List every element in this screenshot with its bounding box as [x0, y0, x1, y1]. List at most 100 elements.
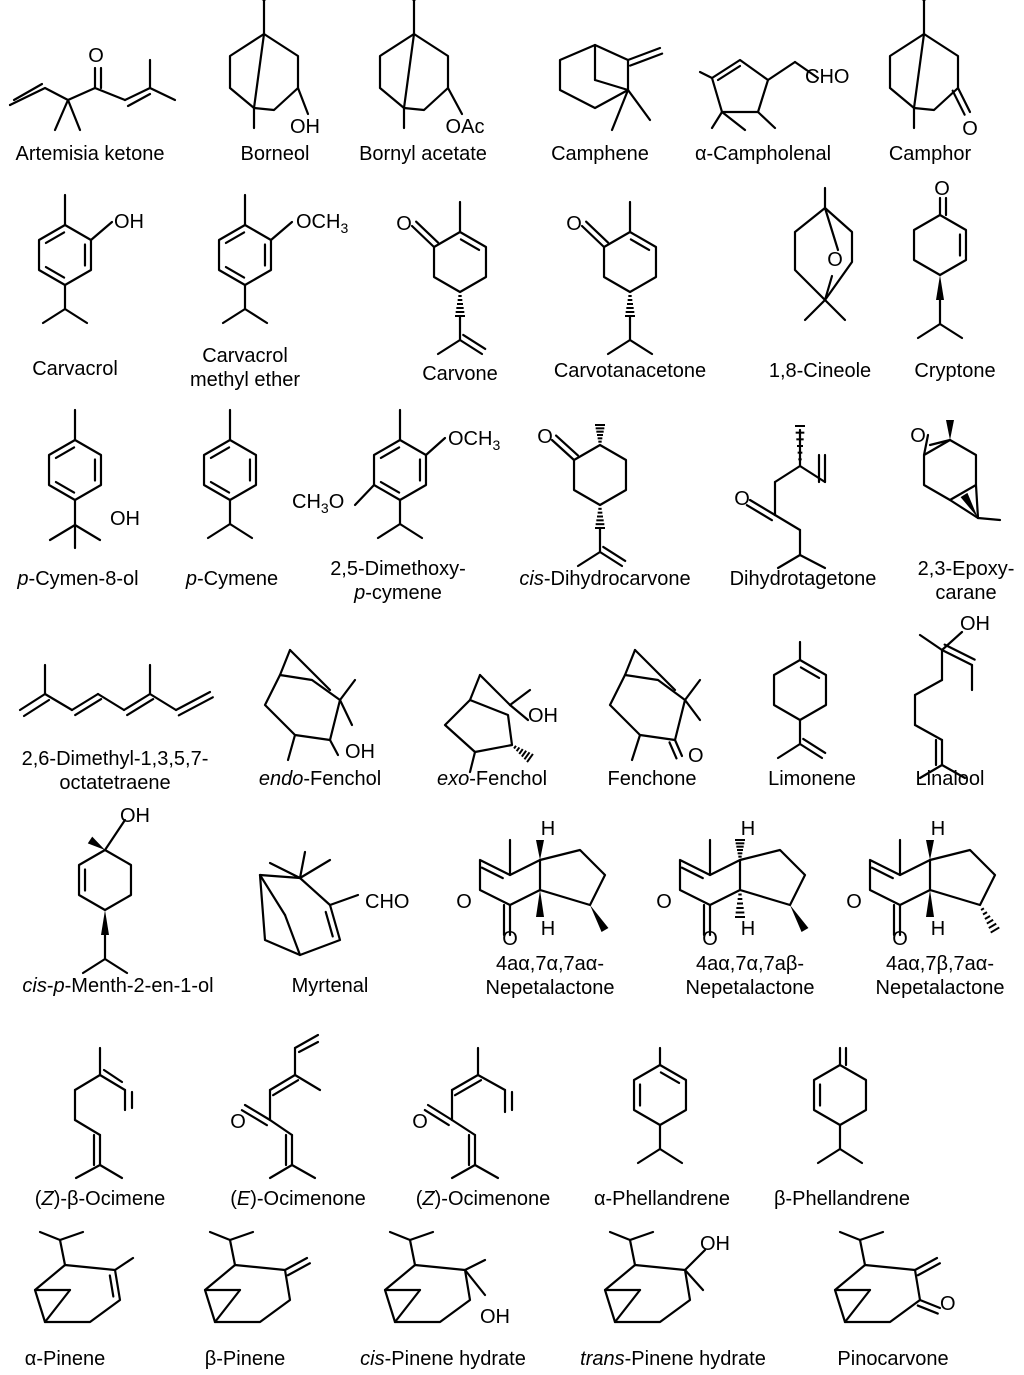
wedge-bond — [536, 840, 544, 860]
bond — [468, 673, 482, 702]
bond — [462, 333, 487, 351]
bond-chain — [922, 438, 978, 502]
bond — [123, 86, 152, 102]
bond — [793, 60, 820, 80]
atom-label: O — [656, 891, 672, 913]
bond — [940, 630, 964, 652]
bond — [633, 648, 677, 692]
bond — [948, 498, 980, 520]
bond — [446, 86, 464, 116]
bond — [436, 338, 462, 356]
compound-name: Limonene — [768, 768, 856, 790]
bond — [628, 338, 654, 356]
bond — [376, 522, 402, 540]
atom-label: O — [88, 45, 104, 67]
bond — [240, 1109, 269, 1127]
compound-name: exo-Fenchol — [437, 768, 547, 790]
bond-chain — [928, 848, 997, 907]
bond — [243, 307, 269, 325]
atom-label: O — [934, 178, 950, 200]
bond — [278, 648, 292, 677]
bond — [476, 1073, 507, 1092]
atom-label: OH — [345, 741, 375, 763]
compound-name: Linalool — [916, 768, 985, 790]
epoxycarane: O2,3-Epoxy-carane — [910, 420, 1014, 604]
compound-name: Camphene — [551, 143, 649, 165]
bond — [338, 678, 357, 702]
bond — [823, 206, 840, 252]
bond-chain — [383, 1263, 472, 1324]
atom-label: O — [456, 891, 472, 913]
atom-label: OH — [700, 1233, 730, 1255]
bond-chain — [8, 86, 70, 107]
bond — [209, 446, 231, 460]
hash-bond — [523, 751, 531, 760]
bond — [224, 231, 246, 245]
compound-name: Carvone — [422, 363, 498, 385]
bond — [478, 673, 512, 707]
bond — [12, 82, 44, 102]
compound-name: cis-Pinene hydrate — [360, 1348, 526, 1370]
compound-name: Camphor — [889, 143, 972, 165]
bond — [208, 1230, 232, 1242]
bond — [576, 550, 602, 568]
hash-bond — [988, 922, 997, 929]
bond — [43, 1288, 72, 1324]
bond-chain — [258, 873, 342, 957]
bond — [269, 220, 294, 242]
bond — [450, 1163, 477, 1180]
compound-name: octatetraene — [59, 772, 170, 794]
bond — [426, 1103, 454, 1122]
bond — [148, 86, 177, 102]
e-ocimenone: O(E)-Ocimenone — [230, 1033, 366, 1210]
atom-label: OCH3 — [296, 211, 348, 236]
atom-label: H — [741, 918, 755, 940]
bond — [508, 688, 532, 707]
bond — [22, 698, 51, 718]
compound-name: β-Pinene — [205, 1348, 285, 1370]
bond — [252, 32, 266, 110]
bond — [286, 733, 297, 762]
compound-name: Borneol — [241, 143, 310, 165]
bond-chain — [263, 673, 342, 742]
bond — [858, 1230, 885, 1242]
atom-label: O — [962, 118, 978, 140]
atom-label: O — [702, 928, 718, 950]
atom-label: O — [940, 1293, 956, 1315]
bond — [463, 1258, 487, 1272]
bond-chain — [773, 428, 802, 484]
z-ocimenone: O(Z)-Ocimenone — [412, 1046, 550, 1210]
compound-name: cis-Dihydrocarvone — [519, 568, 690, 590]
compound-name: (Z)-β-Ocimene — [35, 1188, 165, 1210]
bond — [623, 648, 637, 677]
bond — [710, 110, 724, 130]
bond — [636, 1147, 662, 1165]
bond — [423, 1108, 450, 1127]
bond — [415, 220, 440, 244]
bond-chain — [632, 1063, 688, 1127]
bond — [271, 1079, 300, 1097]
bond — [81, 957, 107, 975]
wedge-bond — [87, 836, 105, 850]
compound-name: Pinocarvone — [837, 1348, 948, 1370]
pinocarvone: O Pinocarvone — [833, 1230, 956, 1370]
atom-label: OH — [114, 211, 144, 233]
bond — [41, 307, 67, 325]
bond — [776, 553, 802, 570]
bond-chain — [202, 438, 258, 502]
bond-chain — [772, 658, 828, 722]
bond — [293, 1073, 322, 1092]
bond — [918, 633, 944, 652]
bond-chain — [602, 230, 658, 294]
hash-bond — [982, 911, 988, 916]
